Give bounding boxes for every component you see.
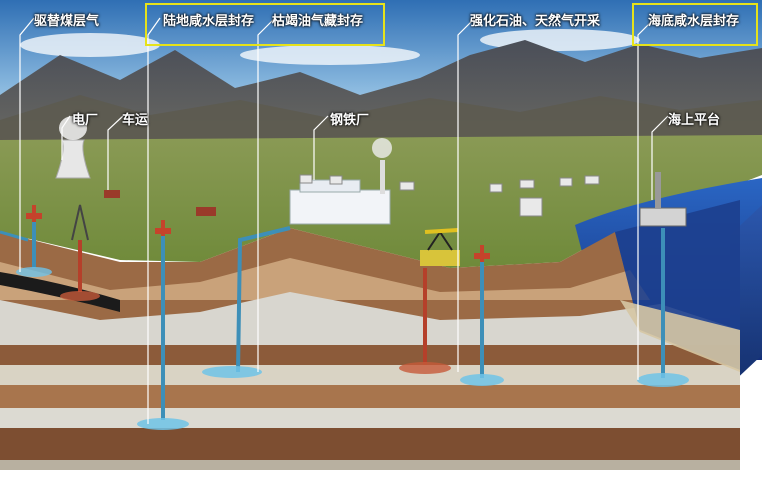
houses <box>299 174 600 217</box>
wells <box>0 222 665 420</box>
wellheads <box>26 205 490 265</box>
steel-plant <box>289 138 392 225</box>
highlight-box-offshore <box>632 3 758 46</box>
label-power-plant: 电厂 <box>72 113 99 128</box>
label-offshore-saline: 海底咸水层封存 <box>648 14 740 29</box>
drill-derrick <box>71 204 89 241</box>
leader-lines <box>19 17 669 424</box>
label-coal-bed: 驱替煤层气 <box>34 14 100 29</box>
coal-seam <box>0 272 120 312</box>
label-steel-plant: 钢铁厂 <box>330 113 370 128</box>
label-depleted-oil-gas: 枯竭油气藏封存 <box>272 14 364 29</box>
label-eor-egr: 强化石油、天然气开采 <box>470 14 601 29</box>
offshore-rig <box>639 172 687 227</box>
label-offshore-platform: 海上平台 <box>668 113 721 128</box>
label-transport: 车运 <box>122 113 149 128</box>
highlight-box-onshore-depleted <box>145 3 385 46</box>
co2-plumes <box>16 267 689 430</box>
pumpjack <box>420 228 460 266</box>
seabed-sand <box>620 300 740 372</box>
label-onshore-saline: 陆地咸水层封存 <box>163 14 255 29</box>
truck <box>104 190 120 198</box>
truck <box>196 207 216 216</box>
